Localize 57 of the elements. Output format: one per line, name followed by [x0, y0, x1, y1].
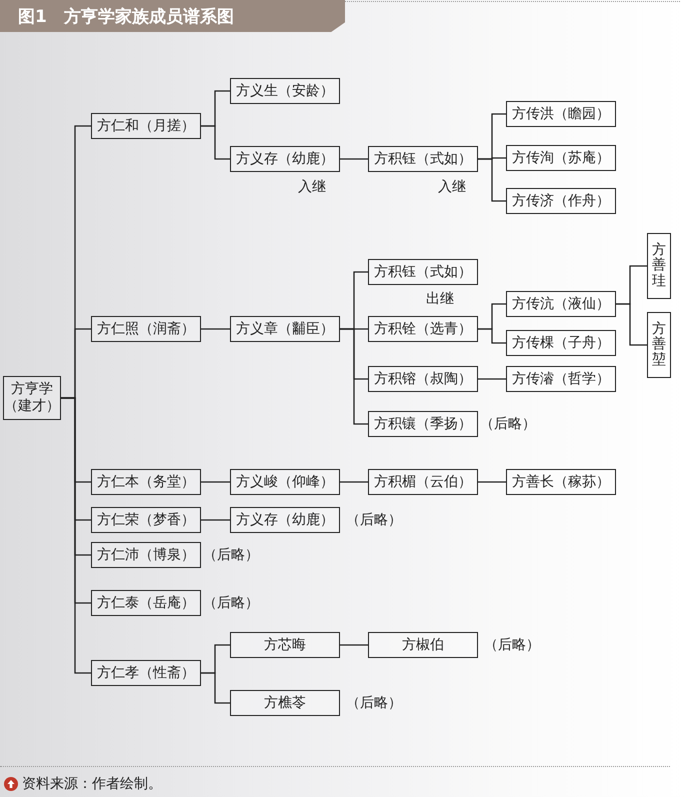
note-text: （后略） [203, 594, 259, 612]
note-text: （后略） [480, 415, 536, 433]
person-box: 方传沆（液仙） [506, 291, 616, 317]
person-box: 方积镕（叔陶） [368, 366, 478, 392]
connector-line [340, 158, 368, 160]
person-box: 方善堃 [647, 312, 671, 378]
person-box: 方义章（黼臣） [230, 316, 340, 342]
person-box: 方传洪（瞻园） [506, 101, 616, 127]
note-text: （后略） [203, 546, 259, 564]
person-box: 方善珪 [647, 233, 671, 299]
person-box: 方仁沛（博泉） [91, 542, 201, 568]
person-box: 方椒伯 [368, 632, 478, 658]
person-box: 方传济（作舟） [506, 188, 616, 214]
person-box: 方亨学（建才） [3, 376, 61, 420]
connector-line [478, 328, 506, 344]
person-box: 方传棵（子舟） [506, 330, 616, 356]
person-box: 方樵苓 [230, 690, 340, 716]
connector-line [616, 303, 647, 346]
source-note: 资料来源：作者绘制。 [22, 775, 162, 793]
note-text: 入继 [298, 178, 326, 196]
connector-line [61, 397, 91, 674]
person-box: 方积楣（云伯） [368, 469, 478, 495]
person-box: 方传洵（苏庵） [506, 145, 616, 171]
person-box: 方仁荣（梦香） [91, 507, 201, 533]
note-text: （后略） [346, 694, 402, 712]
person-box: 方义峻（仰峰） [230, 469, 340, 495]
person-box: 方义存（幼鹿） [230, 507, 340, 533]
figure-title: 图1 方亨学家族成员谱系图 [0, 0, 345, 32]
connector-line [340, 644, 368, 646]
connector-line [201, 672, 230, 704]
connector-line [201, 481, 230, 483]
connector-line [201, 125, 230, 160]
person-box: 方积钰（式如） [368, 146, 478, 172]
connector-line [478, 378, 506, 380]
person-box: 方积钰（式如） [368, 259, 478, 285]
person-box: 方芯晦 [230, 632, 340, 658]
person-box: 方仁孝（性斋） [91, 660, 201, 686]
connector-line [201, 519, 230, 521]
connector-line [478, 481, 506, 483]
note-text: 出继 [426, 290, 454, 308]
person-box: 方积铨（选青） [368, 316, 478, 342]
person-box: 方仁照（润斋） [91, 316, 201, 342]
person-box: 方积镶（季扬） [368, 411, 478, 437]
person-box: 方义存（幼鹿） [230, 146, 340, 172]
connector-line [478, 158, 506, 202]
person-box: 方仁本（务堂） [91, 469, 201, 495]
connector-line [340, 328, 368, 425]
person-box: 方仁和（月搓） [91, 113, 201, 139]
note-text: 入继 [438, 178, 466, 196]
person-box: 方义生（安龄） [230, 78, 340, 104]
connector-line [340, 481, 368, 483]
person-box: 方仁泰（岳庵） [91, 590, 201, 616]
person-box: 方善长（稼荪） [506, 469, 616, 495]
note-text: （后略） [346, 511, 402, 529]
person-box: 方传濬（哲学） [506, 366, 616, 392]
connector-line [201, 328, 230, 330]
note-text: （后略） [484, 636, 540, 654]
